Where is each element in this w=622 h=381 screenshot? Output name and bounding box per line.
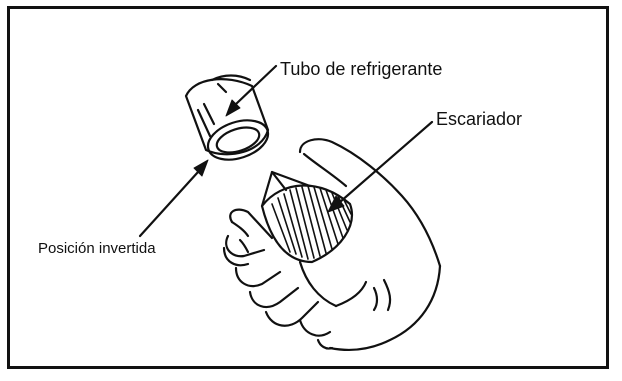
reamer-leader-arrow	[327, 120, 434, 213]
tube-leader-arrow	[225, 64, 278, 117]
label-inverted-position: Posición invertida	[38, 240, 156, 257]
label-reamer: Escariador	[436, 109, 523, 129]
refrigerant-tube-drawing	[184, 74, 270, 161]
label-refrigerant-tube: Tubo de refrigerante	[280, 59, 443, 79]
inverted-position-leader-arrow	[138, 159, 209, 238]
hand-drawing	[222, 138, 442, 351]
